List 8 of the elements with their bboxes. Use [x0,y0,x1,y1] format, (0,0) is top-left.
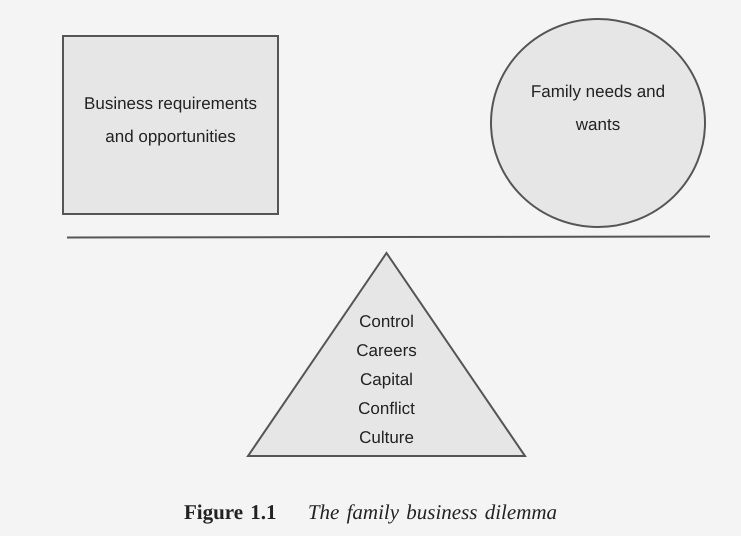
list-item-text: Culture [359,427,414,449]
figure-caption: Figure 1.1 The family business dilemma [182,500,558,525]
node-text: Family needs and wants [530,81,666,136]
node-text: Business requirements and opportunities [83,93,258,148]
list-item-text: Conflict [358,398,415,420]
list-item-text: Careers [356,340,417,362]
list-item-text: Capital [360,369,413,391]
list-item-text: Control [359,311,414,333]
